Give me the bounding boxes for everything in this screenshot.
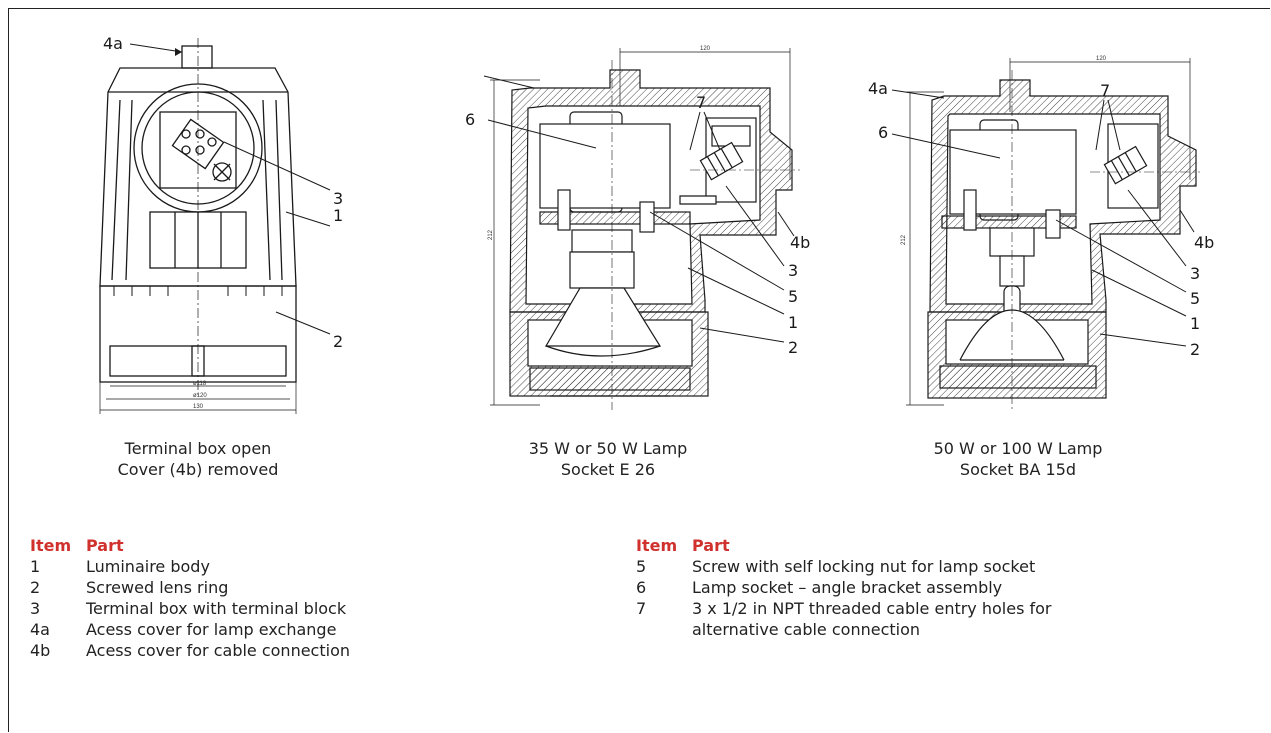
callout-d2-2: 2 — [788, 338, 798, 357]
caption-line1: Terminal box open — [124, 439, 272, 458]
dimension-labels-d1: ø118 ø120 130 — [193, 381, 207, 410]
callout-d1-4a: 4a — [103, 34, 123, 53]
callout-d2-3: 3 — [788, 261, 798, 280]
dim-d1-1: ø120 — [193, 393, 207, 399]
legend-part: Terminal box with terminal block — [86, 599, 347, 618]
drawing-ba15d-section — [906, 58, 1200, 410]
dim-d3-1: 212 — [901, 234, 907, 245]
callout-d2-6: 6 — [465, 110, 475, 129]
callout-d2-5: 5 — [788, 287, 798, 306]
callout-d3-1: 1 — [1190, 314, 1200, 333]
caption-line2: Cover (4b) removed — [117, 460, 279, 479]
callout-d2-4b: 4b — [790, 233, 810, 252]
caption-line1: 35 W or 50 W Lamp — [528, 439, 688, 458]
caption-terminal-box: Terminal box open Cover (4b) removed — [98, 438, 298, 480]
callout-d3-5: 5 — [1190, 289, 1200, 308]
drawing-e26-section — [490, 48, 800, 410]
legend-item: 4a — [30, 620, 50, 639]
caption-ba15d: 50 W or 100 W Lamp Socket BA 15d — [908, 438, 1128, 480]
legend-row: 3 Terminal box with terminal block — [30, 598, 490, 619]
caption-e26: 35 W or 50 W Lamp Socket E 26 — [498, 438, 718, 480]
legend-header: Item Part — [30, 535, 490, 556]
legend-item: 4b — [30, 641, 51, 660]
legend-header-part: Part — [692, 536, 730, 555]
legend-part: alternative cable connection — [692, 620, 921, 639]
dimension-labels-d2: 120 212 — [488, 46, 711, 240]
page-frame — [8, 8, 1270, 732]
callout-d3-2: 2 — [1190, 340, 1200, 359]
legend-row: 7 3 x 1/2 in NPT threaded cable entry hol… — [636, 598, 1156, 619]
dim-d1-0: ø118 — [193, 381, 207, 387]
legend-row: 4b Acess cover for cable connection — [30, 640, 490, 661]
callout-d1-1: 1 — [333, 206, 343, 225]
legend-item: 3 — [30, 599, 41, 618]
callout-d3-6: 6 — [878, 123, 888, 142]
legend-part: Acess cover for cable connection — [86, 641, 350, 660]
legend-part: Lamp socket – angle bracket assembly — [692, 578, 1003, 597]
dimension-labels-d3: 120 212 — [901, 56, 1107, 245]
legend-item: 6 — [636, 578, 647, 597]
bolt-row — [113, 286, 283, 296]
legend-part: Screwed lens ring — [86, 578, 229, 597]
legend-header-item: Item — [636, 536, 678, 555]
legend-item: 7 — [636, 599, 647, 618]
callout-d3-4b: 4b — [1194, 233, 1214, 252]
legend-row: 2 Screwed lens ring — [30, 577, 490, 598]
callouts-d1: 4a 3 1 2 — [103, 34, 343, 351]
callout-d3-7: 7 — [1100, 81, 1110, 100]
legend-row: 6 Lamp socket – angle bracket assembly — [636, 577, 1156, 598]
legend-header-part: Part — [86, 536, 124, 555]
legend-row: 1 Luminaire body — [30, 556, 490, 577]
callout-d2-1: 1 — [788, 313, 798, 332]
dim-d1-2: 130 — [193, 404, 204, 410]
dim-d3-0: 120 — [1096, 56, 1107, 62]
legend-part: 3 x 1/2 in NPT threaded cable entry hole… — [692, 599, 1052, 618]
dim-d2-1: 212 — [488, 229, 494, 240]
callout-d3-3: 3 — [1190, 264, 1200, 283]
legend-item: 5 — [636, 557, 647, 576]
dim-d2-0: 120 — [700, 46, 711, 52]
callout-d2-7: 7 — [696, 93, 706, 112]
legend-row: alternative cable connection — [636, 619, 1156, 640]
legend-header-item: Item — [30, 536, 72, 555]
caption-line2: Socket BA 15d — [959, 460, 1077, 479]
legend-part: Luminaire body — [86, 557, 210, 576]
legend-row: 5 Screw with self locking nut for lamp so… — [636, 556, 1156, 577]
legend-row: 4a Acess cover for lamp exchange — [30, 619, 490, 640]
callout-d3-4a: 4a — [868, 79, 888, 98]
legend-item: 2 — [30, 578, 41, 597]
legend-item: 1 — [30, 557, 41, 576]
caption-line2: Socket E 26 — [560, 460, 656, 479]
callouts-d2: 6 7 4b 3 5 1 2 — [465, 75, 810, 357]
terminal-block — [171, 118, 225, 170]
legend-left: Item Part 1 Luminaire body 2 Screwed lens … — [30, 535, 490, 661]
callout-d1-3: 3 — [333, 189, 343, 208]
legend-header: Item Part — [636, 535, 1156, 556]
legend-part: Screw with self locking nut for lamp soc… — [692, 557, 1036, 576]
legend-item — [636, 619, 692, 640]
legend-part: Acess cover for lamp exchange — [86, 620, 337, 639]
legend-right: Item Part 5 Screw with self locking nut f… — [636, 535, 1156, 640]
drawing-terminal-box — [99, 38, 297, 414]
caption-line1: 50 W or 100 W Lamp — [933, 439, 1103, 458]
callout-d1-2: 2 — [333, 332, 343, 351]
callouts-d3: 4a 6 7 4b 3 5 1 2 — [868, 79, 1214, 359]
